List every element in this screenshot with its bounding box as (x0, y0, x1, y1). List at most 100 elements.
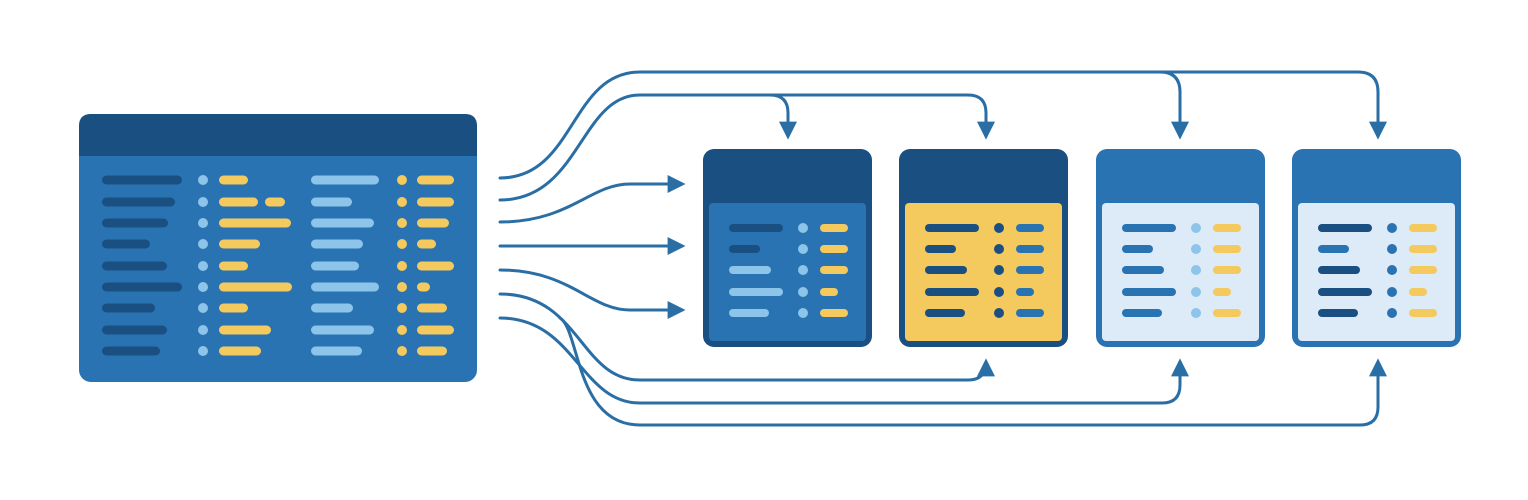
source-row-value-bar (417, 239, 436, 249)
target-row-dot (798, 287, 808, 297)
source-row-dot (198, 175, 208, 185)
source-row-key-bar (102, 282, 182, 292)
connectors (498, 70, 1387, 427)
target-tables (703, 149, 1461, 347)
target-row-value-bar (1409, 245, 1437, 253)
target-table-body (905, 203, 1062, 341)
source-row-value-bar (219, 325, 271, 335)
source-row-dot (198, 303, 208, 313)
source-row-field-bar (311, 261, 359, 271)
target-row-dot (1191, 265, 1201, 275)
source-row-dot (198, 346, 208, 356)
target-row-value-bar (1409, 266, 1437, 274)
target-row-value-bar (1016, 224, 1044, 232)
source-row-key-bar (102, 175, 182, 185)
target-row-key-bar (1318, 245, 1349, 253)
source-row-value-bar (219, 303, 248, 313)
target-row-key-bar (925, 288, 979, 296)
target-row-value-bar (820, 266, 848, 274)
target-table-body (1298, 203, 1455, 341)
target-table-body (1102, 203, 1259, 341)
target-row-dot (1387, 244, 1397, 254)
connector-arrow (498, 316, 1189, 405)
target-table-4 (1292, 149, 1461, 347)
target-row-value-bar (1409, 224, 1437, 232)
source-row-dot (397, 282, 407, 292)
target-row-key-bar (1318, 224, 1372, 232)
source-row-dot (198, 261, 208, 271)
target-row-key-bar (729, 288, 783, 296)
source-row-value-bar (219, 261, 248, 271)
source-row-dot (397, 346, 407, 356)
source-row-dot (198, 197, 208, 207)
target-row-value-bar (1213, 309, 1241, 317)
source-row-dot (397, 175, 407, 185)
target-row-key-bar (925, 224, 979, 232)
source-row-field-bar (311, 325, 374, 335)
connector-arrow (498, 93, 797, 202)
source-row-dot (397, 197, 407, 207)
connector-arrow (1158, 70, 1387, 140)
source-row-value-bar (219, 197, 258, 207)
source-row-value-bar (417, 346, 447, 356)
target-table-2 (899, 149, 1068, 347)
target-row-dot (994, 308, 1004, 318)
target-row-key-bar (1122, 309, 1162, 317)
target-row-value-bar (1213, 224, 1241, 232)
target-row-key-bar (1122, 245, 1153, 253)
source-row-field-bar (311, 239, 363, 249)
target-row-dot (798, 265, 808, 275)
source-row-key-bar (102, 346, 160, 356)
connector-arrow (498, 70, 1189, 180)
connector-arrow (498, 292, 995, 382)
source-row-dot (198, 282, 208, 292)
target-row-value-bar (1213, 266, 1241, 274)
source-row-dot (397, 325, 407, 335)
source-row-dot (397, 239, 407, 249)
source-row-key-bar (102, 325, 167, 335)
source-row-field-bar (311, 197, 352, 207)
source-row-dot (397, 261, 407, 271)
target-table-1 (703, 149, 872, 347)
target-row-value-bar (1016, 245, 1044, 253)
target-row-value-bar (1016, 309, 1044, 317)
source-row-value-bar (417, 175, 454, 185)
target-row-key-bar (1318, 288, 1372, 296)
target-row-dot (994, 223, 1004, 233)
target-row-value-bar (820, 288, 838, 296)
source-row-key-bar (102, 197, 175, 207)
target-row-value-bar (1016, 266, 1044, 274)
target-row-dot (994, 287, 1004, 297)
source-row-value-bar (417, 282, 430, 292)
source-row-dot (198, 325, 208, 335)
target-row-key-bar (925, 266, 967, 274)
target-row-value-bar (820, 245, 848, 253)
target-row-dot (798, 244, 808, 254)
target-table-3 (1096, 149, 1265, 347)
target-row-key-bar (1122, 224, 1176, 232)
target-row-value-bar (1409, 309, 1437, 317)
source-row-value-bar (219, 175, 248, 185)
source-row-value-bar (219, 282, 292, 292)
target-row-dot (1387, 287, 1397, 297)
source-row-field-bar (311, 175, 379, 185)
target-row-dot (1191, 308, 1201, 318)
connector-arrow (498, 175, 686, 224)
connector-arrow (768, 93, 995, 140)
source-row-value-bar (417, 197, 454, 207)
target-row-value-bar (1016, 288, 1034, 296)
source-row-key-bar (102, 261, 167, 271)
target-row-key-bar (729, 245, 760, 253)
target-row-dot (1191, 223, 1201, 233)
source-row-key-bar (102, 303, 155, 313)
source-table (79, 114, 477, 382)
connector-arrow (558, 316, 1387, 427)
source-row-value-bar (219, 218, 291, 228)
source-row-field-bar (311, 218, 374, 228)
target-row-dot (1191, 244, 1201, 254)
target-row-key-bar (729, 224, 783, 232)
target-row-dot (798, 308, 808, 318)
target-row-dot (798, 223, 808, 233)
source-row-field-bar (311, 303, 353, 313)
